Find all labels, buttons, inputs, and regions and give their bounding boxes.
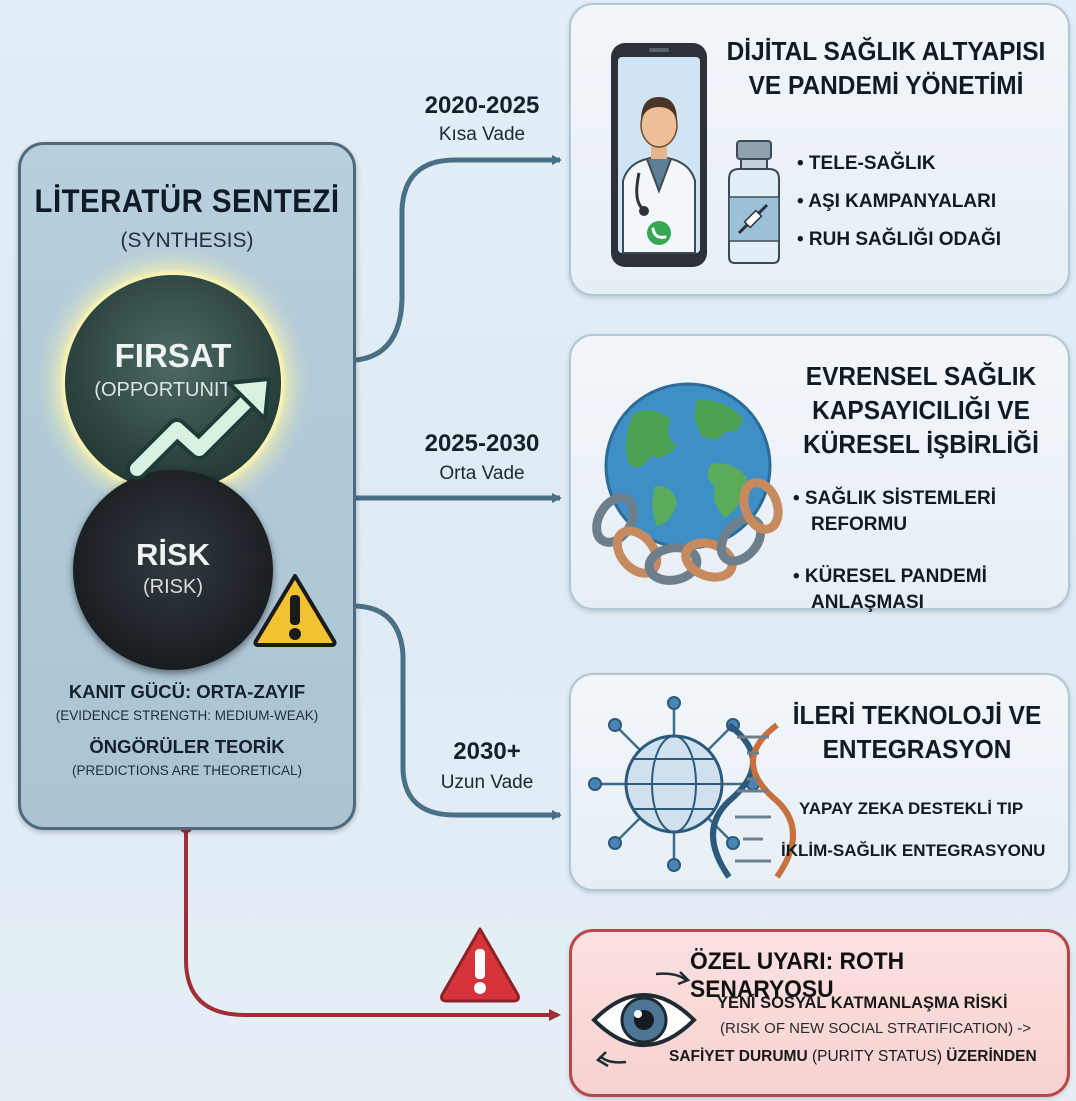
eye-icon xyxy=(591,971,697,1068)
timeline-period-mid: 2025-2030 xyxy=(424,430,540,457)
connector-short-term xyxy=(355,155,562,363)
evidence-strength-sublabel: (EVIDENCE STRENGTH: MEDIUM-WEAK) xyxy=(55,708,319,723)
evidence-strength-label: KANIT GÜCÜ: ORTA-ZAYIF xyxy=(68,681,306,702)
card2-bullet-reform: • SAĞLIK SİSTEMLERİ xyxy=(793,488,996,509)
warning-line3-c: ÜZERİNDEN xyxy=(946,1048,1037,1065)
card2-bullet-pandemic-treaty: • KÜRESEL PANDEMİ xyxy=(793,566,987,587)
timeline-term-short: Kısa Vade xyxy=(438,124,526,145)
card2-title-line1: EVRENSEL SAĞLIK xyxy=(805,361,1037,391)
opportunity-label: FIRSAT xyxy=(114,337,232,374)
opportunity-sublabel: (OPPORTUNITY) xyxy=(94,379,252,401)
connector-warning xyxy=(184,826,561,1021)
smartphone-doctor-icon xyxy=(611,43,707,267)
card3-item-climate-health: İKLİM-SAĞLIK ENTEGRASYONU xyxy=(781,841,1046,860)
card2-bullet-pandemic-treaty-cont: ANLAŞMASI xyxy=(811,592,924,613)
card1-title-line1: DİJİTAL SAĞLIK ALTYAPISI xyxy=(726,36,1046,66)
timeline-period-long: 2030+ xyxy=(453,738,521,765)
warning-line1: YENİ SOSYAL KATMANLAŞMA RİSKİ xyxy=(717,994,1008,1012)
card-advanced-tech: İLERİ TEKNOLOJİ VE ENTEGRASYON YAPAY ZEK… xyxy=(569,673,1070,891)
warning-triangle-icon xyxy=(253,574,337,647)
card1-bullet-mental-health: • RUH SAĞLIĞI ODAĞI xyxy=(797,229,1002,250)
risk-sublabel: (RISK) xyxy=(143,576,203,598)
network-globe-icon xyxy=(588,696,760,872)
warning-line3: SAFİYET DURUMU (PURITY STATUS) ÜZERİNDEN xyxy=(669,1048,1037,1066)
timeline-term-long: Uzun Vade xyxy=(440,772,534,793)
card1-bullet-vaccine: • AŞI KAMPANYALARI xyxy=(797,191,997,212)
warning-line3-a: SAFİYET DURUMU xyxy=(669,1048,808,1065)
card2-title-line3: KÜRESEL İŞBİRLİĞİ xyxy=(803,429,1039,459)
card3-title-line1: İLERİ TEKNOLOJİ VE xyxy=(792,700,1042,730)
trend-up-arrow-icon xyxy=(126,377,271,480)
timeline-term-mid: Orta Vade xyxy=(439,463,525,484)
timeline-period-short: 2020-2025 xyxy=(424,92,540,119)
card2-title-line2: KAPSAYICILIĞI VE xyxy=(812,395,1030,425)
risk-label: RİSK xyxy=(135,537,211,572)
card3-title-line2: ENTEGRASYON xyxy=(822,734,1012,764)
card2-bullet-reform-cont: REFORMU xyxy=(811,514,908,535)
synthesis-panel: LİTERATÜR SENTEZİ (SYNTHESIS) FIRSAT (OP… xyxy=(18,142,356,830)
synthesis-title: LİTERATÜR SENTEZİ xyxy=(34,183,340,219)
card-special-warning: ÖZEL UYARI: ROTH SENARYOSU YENİ SOSYAL K… xyxy=(569,929,1070,1097)
synthesis-subtitle: (SYNTHESIS) xyxy=(120,229,254,252)
warning-line3-b: (PURITY STATUS) xyxy=(807,1048,947,1065)
predictions-label: ÖNGÖRÜLER TEORİK xyxy=(89,736,285,757)
connector-long-term xyxy=(355,603,562,820)
card-digital-health: DİJİTAL SAĞLIK ALTYAPISI VE PANDEMİ YÖNE… xyxy=(569,3,1070,296)
card-universal-health: EVRENSEL SAĞLIK KAPSAYICILIĞI VE KÜRESEL… xyxy=(569,334,1070,613)
warning-line2: (RISK OF NEW SOCIAL STRATIFICATION) -> xyxy=(720,1020,1031,1037)
warning-title: ÖZEL UYARI: ROTH SENARYOSU xyxy=(690,948,905,1003)
warning-triangle-icon xyxy=(440,927,520,1003)
card3-item-ai-medicine: YAPAY ZEKA DESTEKLİ TIP xyxy=(799,799,1024,818)
card1-title-line2: VE PANDEMİ YÖNETİMİ xyxy=(748,70,1024,100)
dna-icon xyxy=(710,722,796,879)
globe-chain-icon xyxy=(592,382,783,585)
card1-bullet-telehealth: • TELE-SAĞLIK xyxy=(797,153,936,174)
vaccine-vial-icon xyxy=(728,140,780,264)
predictions-sublabel: (PREDICTIONS ARE THEORETICAL) xyxy=(71,763,303,778)
risk-circle: RİSK (RISK) xyxy=(73,470,273,670)
